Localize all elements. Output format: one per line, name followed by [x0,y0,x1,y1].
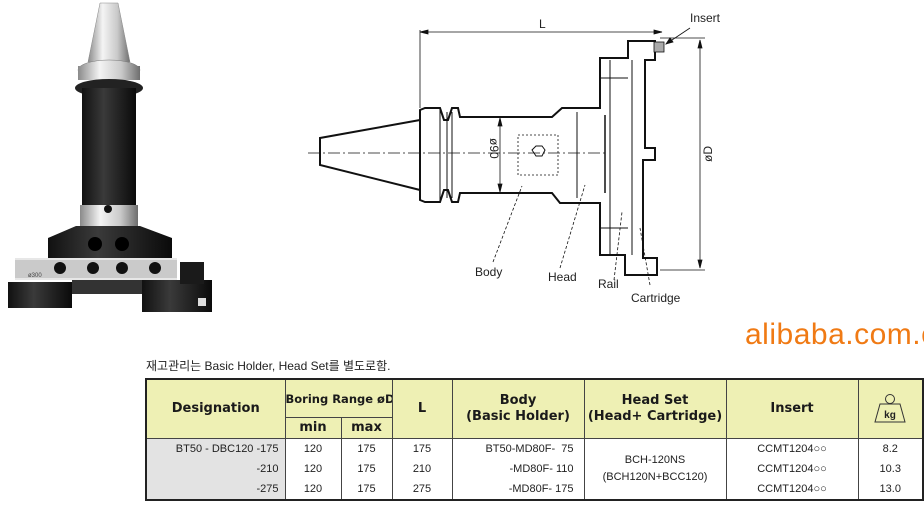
header-max: max [340,417,393,439]
cell-body: BT50-MD80F- 75 [451,438,585,459]
table-row: -210 120 175 210 -MD80F- 110 CCMT1204○○ … [145,459,924,479]
cell-designation: -275 [145,479,286,500]
cell-max: 175 [340,438,393,459]
dim-D-label: øD [701,146,715,162]
table-row: -275 120 175 275 -MD80F- 175 CCMT1204○○ … [145,479,924,500]
cell-length: 275 [391,479,453,500]
header-body-line2: (Basic Holder) [466,409,570,424]
header-min: min [284,417,342,439]
insert-label: Insert [690,11,721,25]
rail-label: Rail [598,277,619,291]
cell-weight: 13.0 [857,479,924,500]
head-label: Head [548,270,577,284]
weight-kg-icon: kg [874,394,906,423]
headset-line1: BCH-120NS [624,454,686,466]
spec-table: Designation Boring Range øD L Body (Basi… [145,378,924,501]
headset-line2: (BCH120N+BCC120) [602,471,708,483]
taper-outline [319,119,421,191]
cell-length: 175 [391,438,453,459]
header-headset-line2: (Head+ Cartridge) [587,409,723,424]
cell-body: -MD80F- 175 [451,479,585,500]
body-label: Body [475,265,502,279]
cell-insert: CCMT1204○○ [725,479,859,500]
cell-max: 175 [340,479,393,500]
cell-max: 175 [340,459,393,479]
cell-insert: CCMT1204○○ [725,438,859,459]
cell-min: 120 [284,479,342,500]
header-headset: Head Set (Head+ Cartridge) [583,378,727,439]
table-row: BT50 - DBC120 -175 120 175 175 BT50-MD80… [145,438,924,500]
header-body: Body (Basic Holder) [451,378,585,439]
header-length: L [391,378,453,439]
cartridge-label: Cartridge [631,291,681,305]
weight-unit-label: kg [884,410,896,421]
dim-90-label: ø90 [487,138,501,159]
cell-min: 120 [284,459,342,479]
header-insert: Insert [725,378,859,439]
boring-head [48,226,172,258]
technical-drawing: L Insert øD ø90 Body Head Rail Cartridge [308,11,721,305]
product-photo: ø300 [8,2,212,312]
cell-designation: -210 [145,459,286,479]
cell-body: -MD80F- 110 [451,459,585,479]
cell-weight: 8.2 [857,438,924,459]
watermark: alibaba.com.cn [745,318,924,351]
header-designation: Designation [145,378,286,439]
header-headset-line1: Head Set [621,393,689,408]
cell-weight: 10.3 [857,459,924,479]
flange-outline [419,40,658,276]
hex-screw [531,145,546,157]
cell-length: 210 [391,459,453,479]
cell-designation: BT50 - DBC120 -175 [145,438,286,459]
stock-note: 재고관리는 Basic Holder, Head Set를 별도로함. [146,359,391,373]
photo-marking: ø300 [28,273,42,279]
header-weight: kg [857,378,924,439]
cell-min: 120 [284,438,342,459]
taper-shank [87,2,131,63]
header-body-line1: Body [499,393,537,408]
cell-insert: CCMT1204○○ [725,459,859,479]
header-boring-range: Boring Range øD [284,378,393,418]
cell-headset: BCH-120NS (BCH120N+BCC120) [583,438,727,500]
insert-glyph [653,41,665,53]
dim-L-label: L [539,17,546,31]
